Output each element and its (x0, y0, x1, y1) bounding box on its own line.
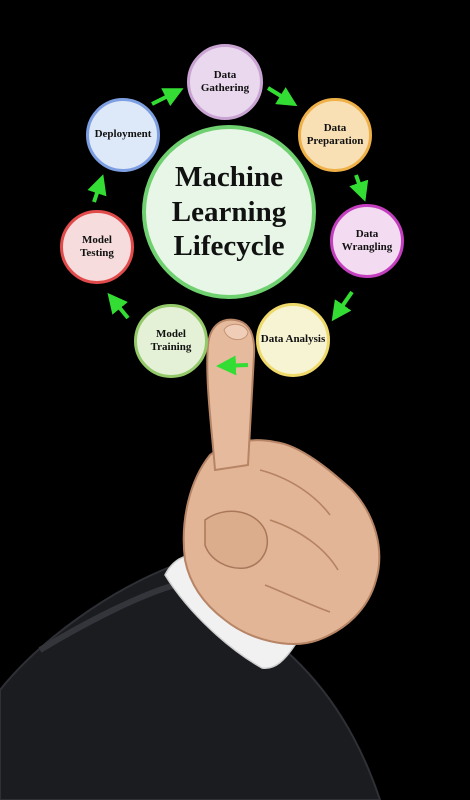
arrow-analysis-to-training (216, 355, 249, 376)
node-label-data-analysis: Data Analysis (260, 333, 326, 346)
arrow-testing-to-deployment (87, 174, 107, 203)
node-deployment: Deployment (86, 98, 160, 172)
node-label-data-wrangling: Data Wrangling (341, 227, 393, 253)
node-data-analysis: Data Analysis (256, 303, 330, 377)
thumb (204, 510, 268, 569)
node-model-training: Model Training (134, 304, 208, 378)
fingernail (223, 323, 249, 341)
arrow-wrangling-to-analysis (331, 290, 354, 322)
node-model-testing: Model Testing (60, 210, 134, 284)
node-label-deployment: Deployment (94, 128, 152, 141)
arrow-preparation-to-wrangling (349, 174, 369, 202)
center-node-label: Machine Learning Lifecycle (171, 160, 287, 263)
center-node-machine-learning-lifecycle: Machine Learning Lifecycle (142, 125, 316, 299)
node-label-model-testing: Model Testing (80, 233, 114, 259)
arrow-training-to-testing (107, 292, 130, 320)
node-data-preparation: Data Preparation (298, 98, 372, 172)
node-label-data-gathering: Data Gathering (200, 68, 250, 94)
node-data-wrangling: Data Wrangling (330, 204, 404, 278)
arrow-deployment-to-gathering (151, 88, 184, 107)
node-data-gathering: Data Gathering (187, 44, 263, 120)
hand-fist (182, 439, 381, 645)
node-label-model-training: Model Training (150, 327, 192, 353)
node-label-data-preparation: Data Preparation (306, 121, 364, 147)
knuckle-lines (259, 469, 339, 613)
arrow-gathering-to-preparation (266, 86, 298, 107)
suit-sleeve-highlight (38, 582, 176, 653)
